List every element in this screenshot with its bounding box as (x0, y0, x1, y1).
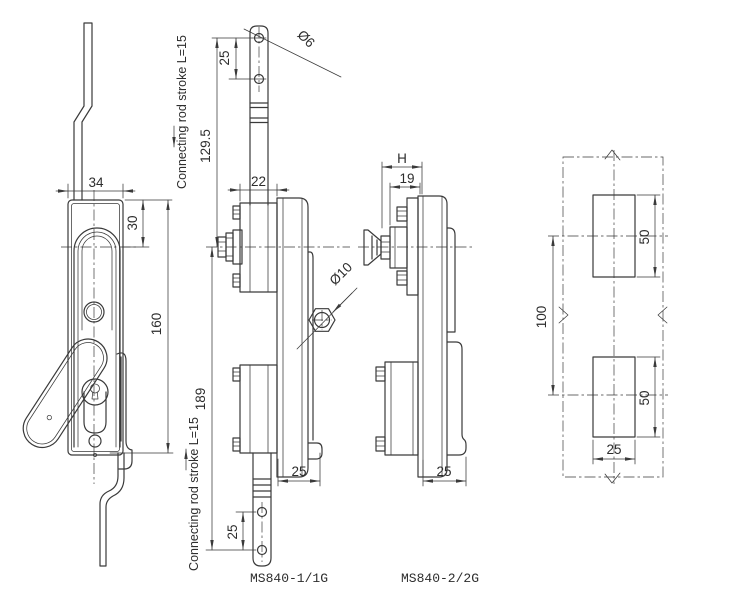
dim-cutout-height-top: 50 (637, 229, 652, 244)
dim-top-hole-pitch: 25 (217, 50, 232, 65)
s1-lower-case-lines (249, 364, 269, 454)
s2-lower-tab-1 (375, 366, 386, 382)
s2-lower-case (384, 361, 419, 456)
front-view: 34 30 160 (22, 22, 174, 567)
s1-lower-tab-1 (232, 367, 241, 382)
front-handle-outline (22, 338, 108, 449)
s1-upper-tab-2 (232, 273, 241, 288)
cutout-panel-border (562, 156, 664, 478)
s2-lower-tab-2 (375, 436, 386, 452)
s1-dia6-leader (243, 28, 342, 78)
front-face-plate (67, 199, 124, 456)
s1-top-rod-bands (249, 102, 269, 124)
front-recess-mid (77, 231, 117, 448)
s2-upper-flange (446, 227, 456, 333)
dim-body-depth-2: 25 (436, 464, 451, 479)
s1-body-panel (276, 197, 309, 478)
dim-recess-offset: 30 (125, 215, 140, 230)
s1-flange-strip (307, 251, 314, 441)
s2-lower-case-lines (390, 361, 414, 456)
front-keyhole-slot (91, 391, 99, 400)
s2-lower-tab-lines (375, 370, 386, 447)
dim-case-width: 22 (251, 174, 266, 189)
s1-lower-case (239, 364, 278, 454)
label-model-2: MS840-2/2G (401, 571, 479, 586)
s1-lower-tab-2 (232, 437, 241, 452)
dim-cutout-height-bottom: 50 (637, 390, 652, 405)
front-handle-inner (26, 342, 104, 445)
s2-upper-tab-lines (396, 210, 408, 281)
s2-knob-stem-lines (380, 241, 391, 253)
s1-upper-case-lines (249, 202, 269, 293)
cutout-view: 100 50 50 25 (534, 149, 668, 484)
cutout-break-marks (558, 149, 668, 484)
front-recess-inner (81, 235, 113, 331)
s1-cam-hex (308, 308, 336, 332)
front-lower-dot (93, 453, 97, 457)
dim-bottom-hole-pitch: 25 (225, 524, 240, 539)
annotations: Connecting rod stroke L=15 Connecting ro… (172, 35, 201, 571)
s1-centerlines (206, 27, 350, 562)
front-keyhole (90, 383, 100, 394)
s2-upper-tab-2 (396, 270, 408, 286)
s1-upper-tab-lines (232, 209, 241, 283)
front-handle-pin (46, 414, 52, 421)
front-recess-outer (73, 227, 121, 448)
s1-top-rod (249, 25, 269, 206)
cutout-centerlines (548, 150, 668, 484)
note-connecting-rod-top: Connecting rod stroke L=15 (175, 35, 189, 189)
front-key-cylinder (81, 378, 109, 406)
s2-body-panel-lines (422, 195, 443, 478)
s2-body-panel (417, 195, 448, 478)
dim-30-extensions (121, 199, 173, 248)
s1-dia10-arrow (332, 292, 353, 313)
s1-lower-tab-lines (232, 371, 241, 447)
front-lower-button (88, 434, 102, 448)
dim-cutout-width: 25 (606, 442, 621, 457)
front-side-bracket (116, 352, 133, 470)
s1-cam-hole-centerlines (312, 310, 332, 330)
label-model-1: MS840-1/1G (250, 571, 328, 586)
front-handle (22, 338, 108, 449)
front-bottom-rod (99, 452, 125, 567)
s2-lower-flange (446, 341, 467, 456)
dim-overall-depth: H (397, 151, 407, 166)
model-labels: MS840-1/1G MS840-2/2G (250, 571, 479, 586)
dim-19-extensions (389, 182, 421, 226)
dim-hole-pitch: 100 (534, 306, 549, 329)
dim-plate-height: 160 (149, 313, 164, 336)
s1-bottom-rod-bands (252, 478, 272, 498)
s2-upper-tab-1 (396, 206, 408, 222)
s1-bottom-hook (307, 442, 323, 460)
s1-bottom-rod (252, 452, 272, 567)
front-top-rod (73, 22, 93, 201)
dim-body-depth-1: 25 (291, 464, 306, 479)
side-view-2: H 19 25 (358, 151, 472, 487)
note-connecting-rod-bottom: Connecting rod stroke L=15 (187, 417, 201, 571)
s1-upper-tab-1 (232, 205, 241, 220)
s1-cylinder-lines (217, 237, 234, 257)
dim-case-depth: 19 (399, 171, 414, 186)
front-cylinder-housing (83, 391, 107, 434)
dim-plate-width: 34 (88, 175, 104, 190)
s1-body-panel-lines (282, 197, 303, 478)
front-push-button-inner (86, 304, 102, 320)
dim-body-length: 189 (193, 388, 208, 411)
dim-rod-top-length: 129.5 (198, 129, 213, 163)
